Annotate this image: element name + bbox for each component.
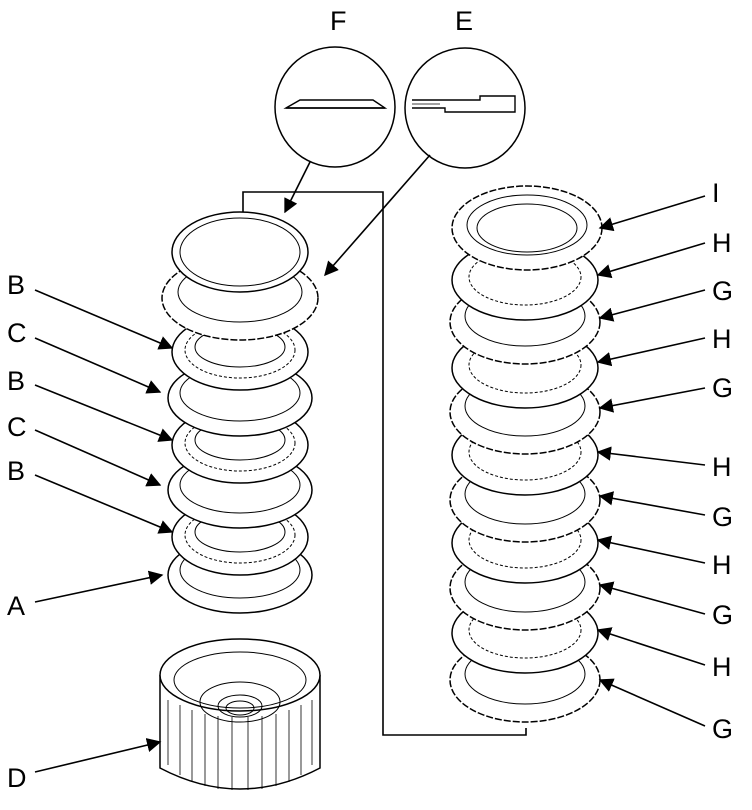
arrow-detail-e — [324, 154, 431, 277]
label-d: D — [7, 763, 27, 793]
label-h-5: H — [712, 652, 732, 682]
label-a: A — [7, 591, 25, 621]
label-f: F — [330, 6, 347, 36]
label-e: E — [455, 6, 473, 36]
label-h-1: H — [712, 228, 732, 258]
label-b-2: B — [7, 366, 25, 396]
right-clutch-stack — [449, 185, 603, 723]
label-g-3: G — [712, 502, 733, 532]
label-c-2: C — [7, 412, 27, 442]
label-c-1: C — [7, 318, 27, 348]
label-g-2: G — [712, 373, 733, 403]
snap-ring — [171, 211, 309, 293]
label-b-3: B — [7, 456, 25, 486]
label-g-4: G — [712, 600, 733, 630]
label-h-2: H — [712, 324, 732, 354]
label-h-3: H — [712, 452, 732, 482]
left-clutch-stack — [159, 211, 321, 790]
arrow-detail-f — [284, 161, 311, 214]
label-g-5: G — [712, 714, 733, 744]
label-h-4: H — [712, 550, 732, 580]
right-leader-lines — [596, 195, 706, 727]
bracket-line — [242, 191, 527, 736]
left-leader-lines — [34, 289, 174, 773]
detail-view-f — [274, 46, 396, 168]
label-g-1: G — [712, 276, 733, 306]
label-b-1: B — [7, 270, 25, 300]
detail-view-e — [404, 47, 526, 169]
clutch-drum — [159, 638, 321, 790]
plate-i — [451, 185, 603, 271]
label-i: I — [712, 178, 720, 208]
